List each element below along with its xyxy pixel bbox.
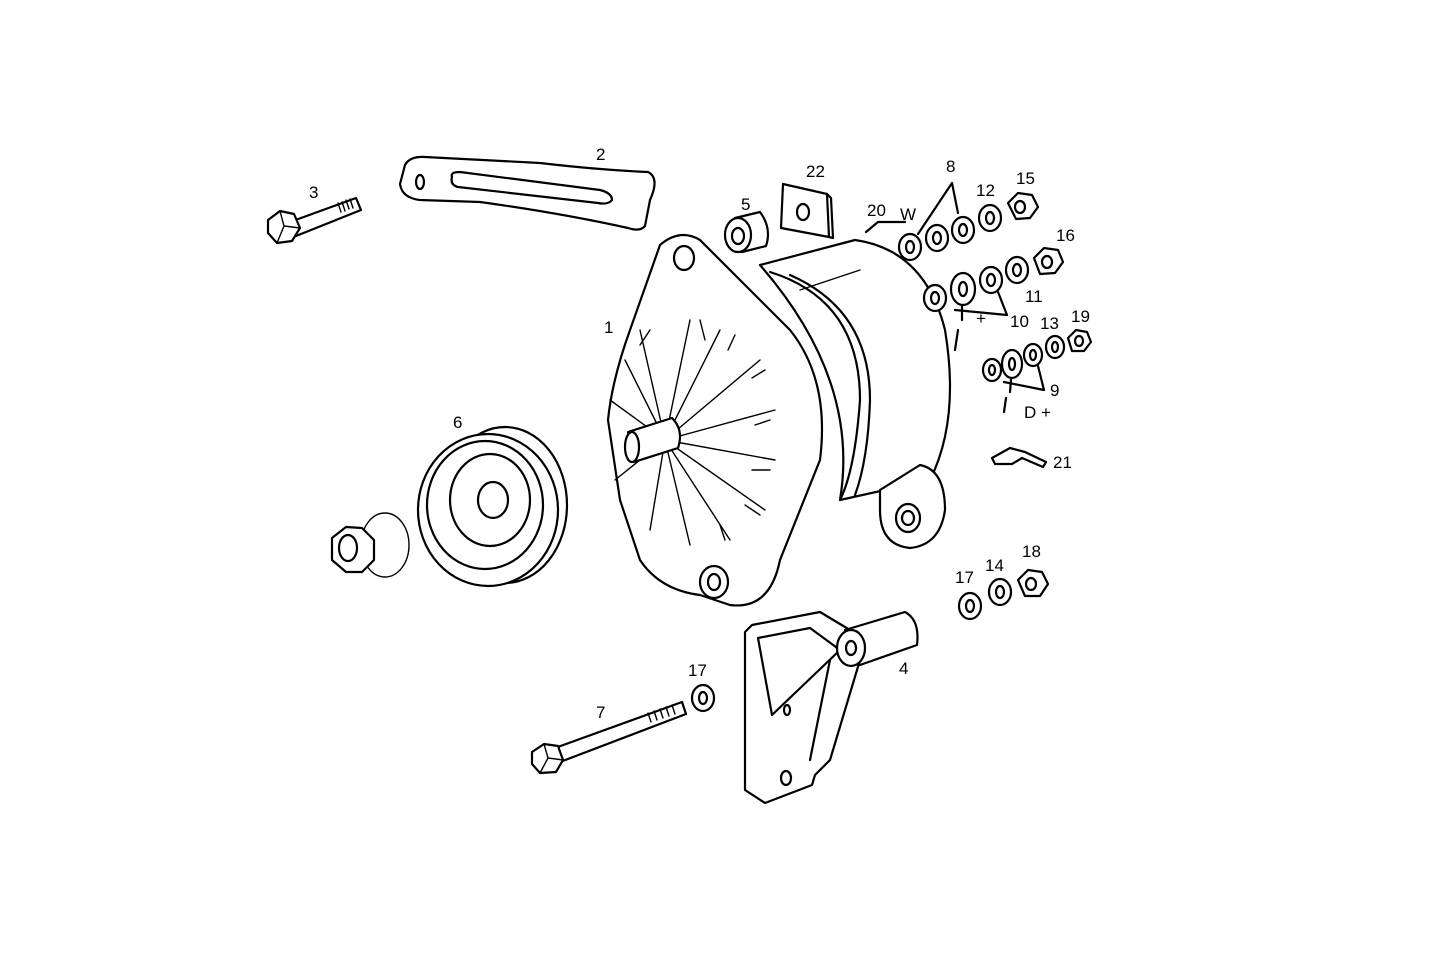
label-17-right: 17 — [955, 568, 974, 587]
part-17-washer-left[interactable]: 17 — [688, 661, 716, 713]
terminal-d-plus-mark: D + — [1024, 403, 1051, 422]
part-7-long-bolt[interactable]: 7 — [530, 700, 688, 775]
terminal-plus-mark: + — [976, 309, 986, 328]
part-14-washer[interactable]: 14 — [985, 556, 1013, 607]
label-14: 14 — [985, 556, 1004, 575]
label-2: 2 — [596, 145, 605, 164]
label-6: 6 — [453, 413, 462, 432]
part-5-spacer-bushing[interactable]: 5 — [723, 195, 770, 254]
part-1-alternator[interactable]: 1 — [604, 233, 952, 607]
label-18: 18 — [1022, 542, 1041, 561]
label-1: 1 — [604, 318, 613, 337]
label-13: 13 — [1040, 314, 1059, 333]
label-17-left: 17 — [688, 661, 707, 680]
part-17-washer-right[interactable]: 17 — [955, 568, 983, 621]
label-15: 15 — [1016, 169, 1035, 188]
label-19: 19 — [1071, 307, 1090, 326]
part-11-washer[interactable]: 11 — [1004, 255, 1043, 306]
label-10: 10 — [1010, 312, 1029, 331]
part-12-washer[interactable]: 12 — [976, 181, 1003, 233]
part-2-adjusting-strap[interactable]: 2 — [398, 145, 656, 231]
part-19-nut[interactable]: 19 — [1066, 307, 1093, 353]
part-18-nut[interactable]: 18 — [1016, 542, 1050, 598]
label-3: 3 — [309, 183, 318, 202]
label-4: 4 — [899, 659, 908, 678]
label-12: 12 — [976, 181, 995, 200]
label-9: 9 — [1050, 381, 1059, 400]
part-9-washers[interactable]: 9 D + — [981, 342, 1059, 422]
part-21-clip[interactable]: 21 — [990, 446, 1072, 472]
label-11: 11 — [1025, 287, 1043, 306]
label-8: 8 — [946, 157, 955, 176]
part-22-square-plate[interactable]: 22 — [779, 162, 835, 240]
part-15-nut[interactable]: 15 — [1006, 169, 1040, 221]
label-16: 16 — [1056, 226, 1075, 245]
part-10-washers[interactable]: + 10 — [922, 265, 1029, 352]
part-8-washers[interactable]: 8 — [897, 157, 976, 262]
part-3-hex-bolt[interactable]: 3 — [266, 183, 363, 245]
label-22: 22 — [806, 162, 825, 181]
part-13-washer[interactable]: 13 — [1040, 314, 1066, 360]
part-16-nut[interactable]: 16 — [1032, 226, 1075, 276]
label-21: 21 — [1053, 453, 1072, 472]
part-4-mounting-bracket[interactable]: 4 — [743, 610, 919, 805]
pulley-nut[interactable] — [330, 512, 410, 578]
label-20: 20 — [867, 201, 886, 220]
part-6-pulley[interactable]: 6 — [416, 413, 569, 588]
label-5: 5 — [741, 195, 750, 214]
part-20-cable-lug[interactable]: 20 W — [864, 201, 916, 234]
terminal-w-mark: W — [900, 205, 916, 224]
label-7: 7 — [596, 703, 605, 722]
